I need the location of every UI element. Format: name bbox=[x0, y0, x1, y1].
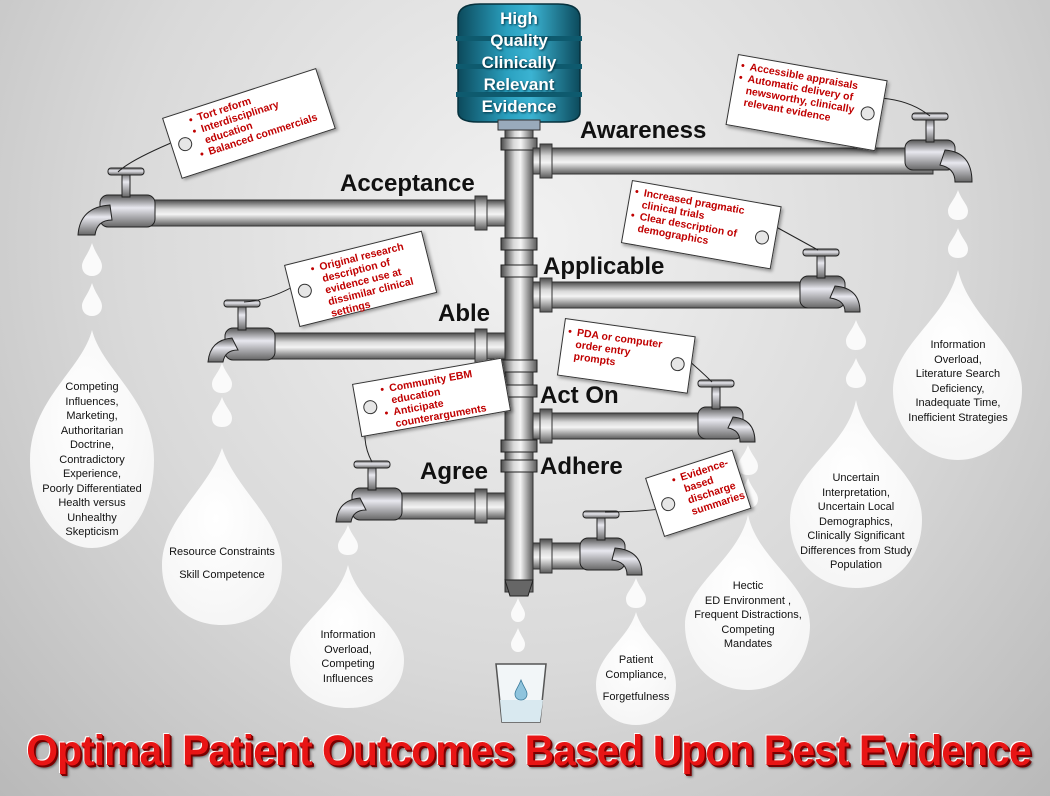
evidence-source-label: High Quality Clinically Relevant Evidenc… bbox=[455, 8, 583, 118]
barrier-gap bbox=[162, 560, 282, 568]
barrier-line: Poorly Differentiated bbox=[42, 482, 142, 495]
barrier-line: ED Environment , bbox=[704, 594, 792, 607]
barrier-line: Skill Competence bbox=[179, 568, 265, 581]
barrier-line: Competing bbox=[321, 658, 375, 670]
stage-acceptance: Acceptance bbox=[340, 170, 475, 197]
tag-item: PDA or computer order entry prompts bbox=[564, 326, 670, 376]
barrier-line: Patient bbox=[618, 654, 654, 666]
barrier-text-able: Resource Constraints Skill Competence bbox=[162, 545, 282, 582]
faucet-act-on bbox=[697, 379, 756, 443]
barrier-line: Skepticism bbox=[65, 526, 119, 538]
barrier-line: Compliance, bbox=[605, 668, 667, 681]
barrier-line: Overload, bbox=[934, 353, 982, 366]
evidence-bottle bbox=[456, 3, 582, 131]
barrier-line: Demographics, bbox=[819, 515, 893, 528]
drop-applicable bbox=[790, 400, 922, 588]
drop-acceptance bbox=[30, 330, 154, 548]
faucet-applicable bbox=[799, 248, 861, 313]
source-line: High bbox=[500, 9, 538, 28]
barrier-line: Information bbox=[320, 629, 376, 641]
barrier-text-applicable: Uncertain Interpretation, Uncertain Loca… bbox=[790, 471, 922, 573]
stage-able: Able bbox=[438, 300, 491, 327]
barrier-line: Resource Constraints bbox=[169, 546, 275, 558]
barrier-line: Literature Search bbox=[915, 368, 1001, 380]
barrier-line: Information bbox=[930, 339, 986, 351]
small-drops bbox=[82, 190, 968, 652]
barrier-line: Influences bbox=[322, 672, 374, 685]
faucet-adhere bbox=[579, 510, 643, 576]
barrier-line: Mandates bbox=[723, 638, 773, 650]
faucets bbox=[77, 112, 973, 576]
barrier-line: Experience, bbox=[62, 468, 122, 480]
barrier-line: Contradictory bbox=[59, 453, 125, 466]
source-line: Evidence bbox=[481, 97, 557, 116]
barrier-line: Interpretation, bbox=[822, 486, 890, 499]
barrier-line: Competing bbox=[721, 623, 775, 636]
drop-awareness bbox=[893, 270, 1022, 460]
barrier-text-adhere: Patient Compliance, Forgetfulness bbox=[596, 653, 676, 705]
stage-adhere: Adhere bbox=[540, 453, 623, 480]
barrier-text-agree: Information Overload, Competing Influenc… bbox=[292, 628, 404, 686]
barrier-line: Inefficient Strategies bbox=[908, 411, 1008, 424]
source-line: Clinically bbox=[481, 53, 557, 72]
barrier-line: Authoritarian bbox=[60, 424, 124, 437]
barrier-line: Hectic bbox=[732, 580, 764, 592]
drop-act-on bbox=[685, 515, 810, 690]
barrier-line: Health versus bbox=[58, 497, 126, 509]
source-line: Relevant bbox=[483, 75, 555, 94]
stage-applicable: Applicable bbox=[543, 253, 665, 280]
barrier-line: Marketing, bbox=[66, 410, 118, 422]
barrier-line: Uncertain bbox=[832, 472, 880, 484]
drop-able bbox=[162, 448, 282, 625]
stage-act-on: Act On bbox=[540, 382, 619, 409]
barrier-line: Inadequate Time, bbox=[915, 397, 1001, 409]
barrier-line: Population bbox=[830, 559, 882, 571]
faucet-awareness bbox=[904, 112, 973, 183]
drop-adhere bbox=[596, 612, 676, 725]
barrier-line: Influences, bbox=[65, 395, 119, 408]
source-line: Quality bbox=[490, 31, 548, 50]
barrier-line: Deficiency, bbox=[931, 382, 985, 395]
faucet-able bbox=[207, 299, 276, 363]
barrier-text-act-on: Hectic ED Environment , Frequent Distrac… bbox=[685, 579, 811, 652]
barrier-gap bbox=[596, 682, 676, 690]
barrier-line: Overload, bbox=[324, 643, 372, 656]
barrier-line: Forgetfulness bbox=[602, 691, 670, 703]
barrier-line: Unhealthy bbox=[67, 511, 117, 524]
faucet-acceptance bbox=[77, 167, 156, 236]
barrier-text-acceptance: Competing Influences, Marketing, Authori… bbox=[32, 380, 152, 540]
barrier-text-awareness: Information Overload, Literature Search … bbox=[893, 338, 1023, 425]
main-title: Optimal Patient Outcomes Based Upon Best… bbox=[26, 727, 1031, 775]
barrier-line: Competing bbox=[65, 381, 119, 393]
faucet-agree bbox=[335, 460, 403, 523]
stage-awareness: Awareness bbox=[580, 117, 707, 144]
water-glass bbox=[495, 663, 547, 723]
barrier-line: Doctrine, bbox=[69, 439, 115, 451]
drop-agree bbox=[290, 565, 404, 708]
stage-agree: Agree bbox=[420, 458, 489, 485]
barrier-drops bbox=[30, 190, 1022, 725]
barrier-line: Differences from Study bbox=[800, 544, 912, 557]
barrier-line: Uncertain Local bbox=[817, 501, 895, 513]
barrier-line: Frequent Distractions, bbox=[694, 609, 802, 621]
main-pipe bbox=[500, 121, 538, 597]
barrier-line: Clinically Significant bbox=[807, 530, 905, 542]
